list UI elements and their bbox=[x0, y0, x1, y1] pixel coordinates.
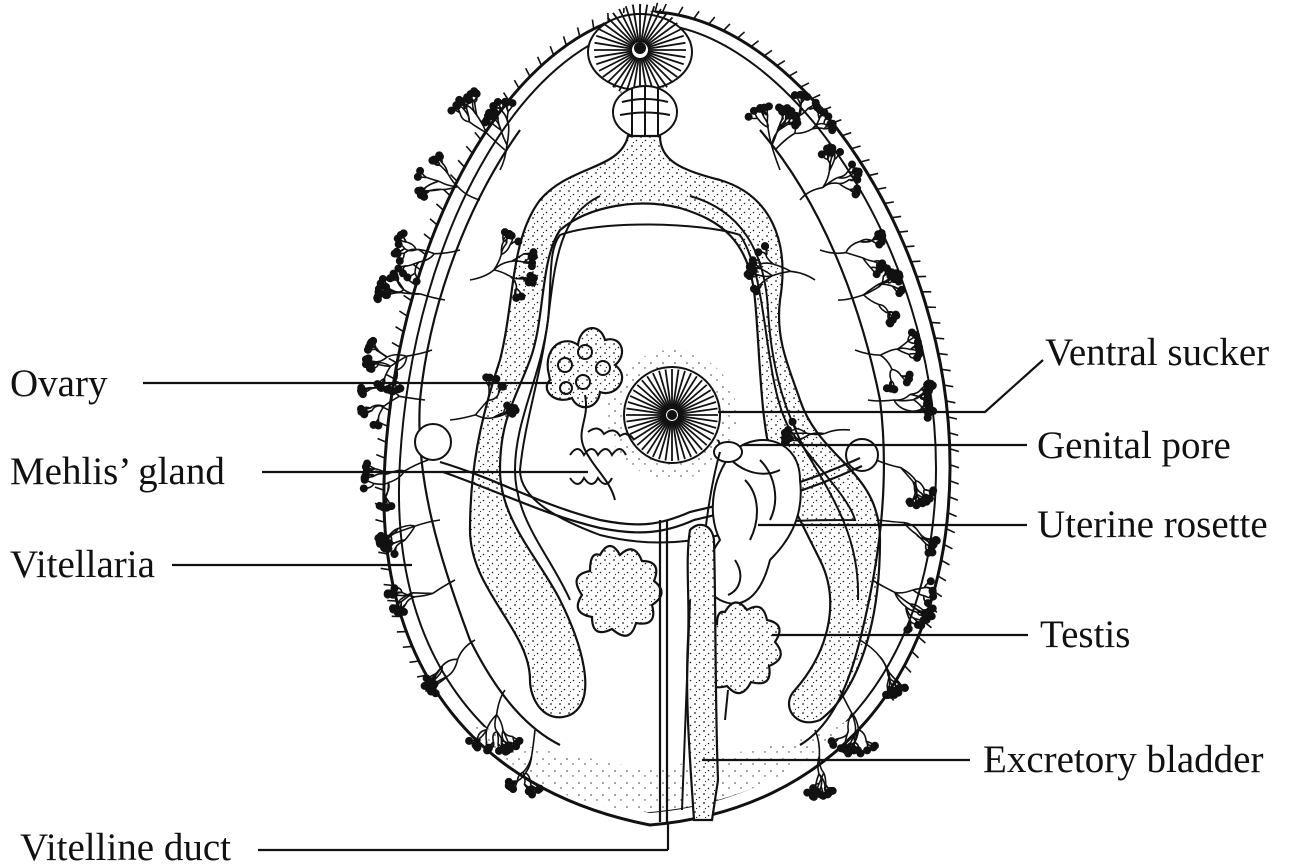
label-vitelline-duct: Vitelline duct bbox=[20, 826, 231, 865]
label-ovary: Ovary bbox=[10, 362, 108, 405]
label-uterine-rosette: Uterine rosette bbox=[1037, 503, 1268, 546]
pharynx bbox=[613, 86, 677, 138]
label-mehlis-gland: Mehlis’ gland bbox=[10, 450, 225, 493]
label-ventral-sucker: Ventral sucker bbox=[1045, 331, 1269, 374]
label-vitellaria: Vitellaria bbox=[10, 543, 155, 586]
label-excretory-bladder: Excretory bladder bbox=[983, 738, 1263, 781]
label-genital-pore: Genital pore bbox=[1037, 424, 1231, 467]
label-testis: Testis bbox=[1040, 613, 1130, 656]
